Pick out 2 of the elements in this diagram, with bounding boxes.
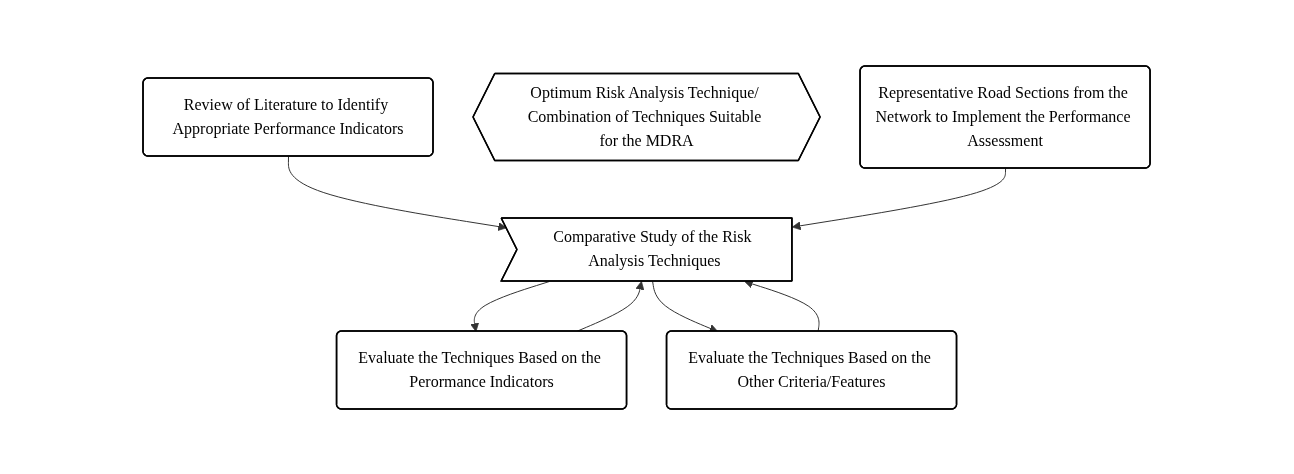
arrow	[288, 155, 508, 231]
arrow	[792, 167, 1007, 230]
